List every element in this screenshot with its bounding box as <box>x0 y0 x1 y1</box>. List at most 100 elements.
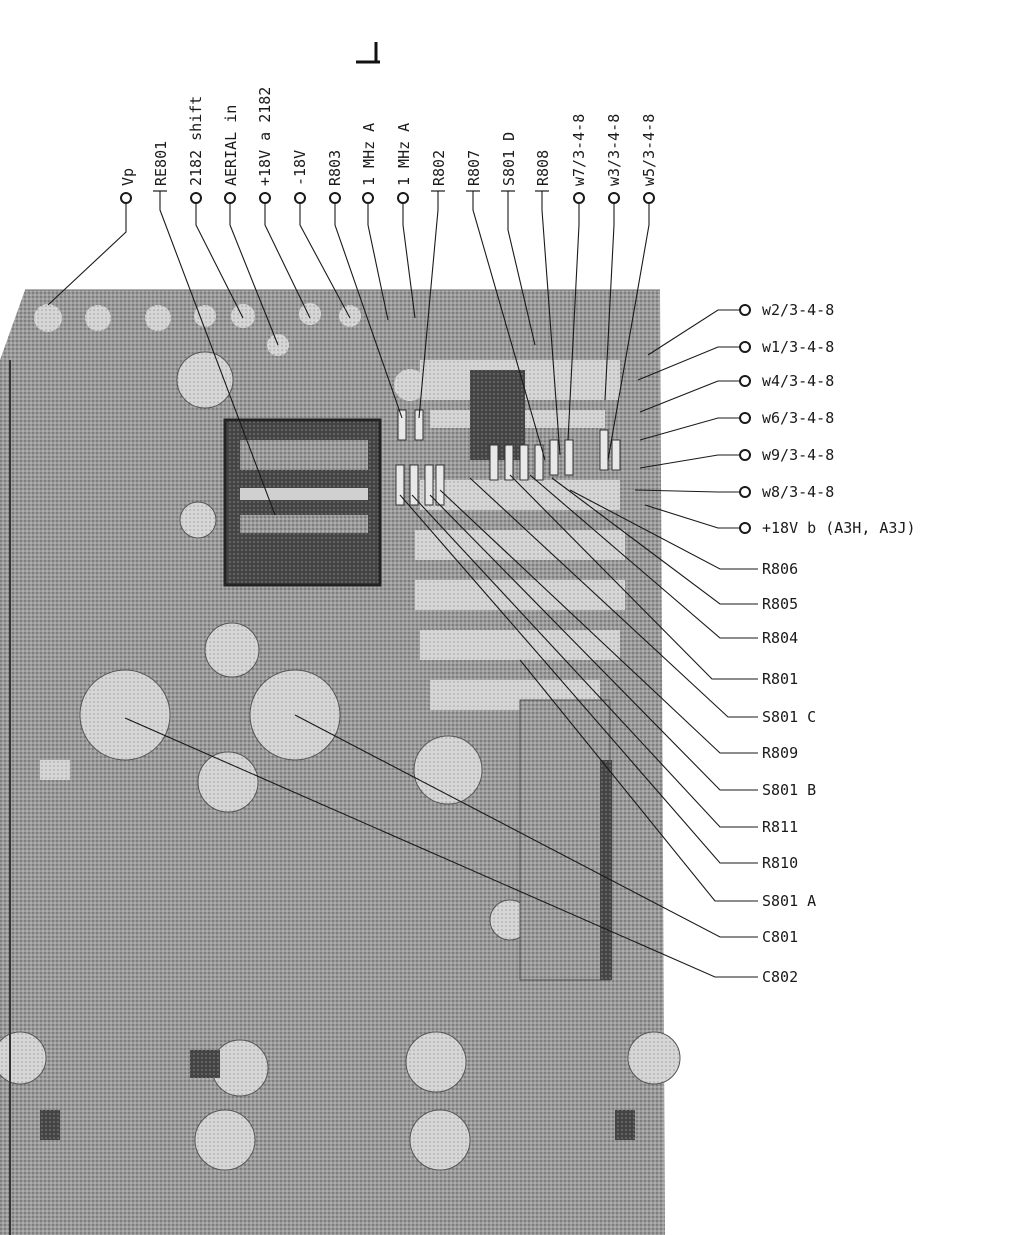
label-r804: R804 <box>762 629 798 647</box>
leader-c801 <box>294 714 758 938</box>
label-aerial-in: AERIAL in <box>222 105 240 186</box>
right-label-r810: R810 <box>399 494 798 872</box>
label-w5: w5/3-4-8 <box>640 114 658 186</box>
leader-s801b <box>429 494 758 791</box>
label-r803: R803 <box>326 150 344 186</box>
terminal-aerial-in <box>224 192 236 204</box>
terminal-w1 <box>739 341 751 353</box>
label-2182-shift: 2182 shift <box>187 96 205 186</box>
leader-2182-shift <box>195 203 244 319</box>
label-w4: w4/3-4-8 <box>762 372 834 390</box>
label-w2: w2/3-4-8 <box>762 301 834 319</box>
label-1mhz-a: 1 MHz A <box>395 123 413 186</box>
top-label-r802: R802 <box>418 150 448 419</box>
leader-c802 <box>124 717 758 978</box>
terminal-2182-shift <box>190 192 202 204</box>
leader-1mhz-a <box>402 203 416 319</box>
terminal-1mhz-a-ground <box>362 192 374 204</box>
terminal-w4 <box>739 375 751 387</box>
label-w9: w9/3-4-8 <box>762 446 834 464</box>
label-plus18v-b: +18V b (A3H, A3J) <box>762 519 916 537</box>
leader-r803 <box>334 203 403 419</box>
leader-plus18v-a-2182 <box>264 203 311 319</box>
right-label-r801: R801 <box>509 474 798 688</box>
right-label-c802: C802 <box>124 717 798 986</box>
terminal-w2 <box>739 304 751 316</box>
label-w8: w8/3-4-8 <box>762 483 834 501</box>
leader-r810 <box>399 494 758 864</box>
leader-r801 <box>509 474 758 680</box>
label-c802: C802 <box>762 968 798 986</box>
label-r802: R802 <box>430 150 448 186</box>
leader-w7 <box>567 203 580 441</box>
leader-s801a <box>519 659 758 902</box>
label-s801a: S801 A <box>762 892 816 910</box>
leader-aerial-in <box>229 203 279 346</box>
label-vp: Vp <box>119 168 137 186</box>
leader-r808 <box>541 191 561 456</box>
right-label-s801a: S801 A <box>519 659 816 910</box>
top-label-1mhz-a: 1 MHz A <box>395 123 416 319</box>
right-label-s801c: S801 C <box>469 477 816 726</box>
label-s801d: S801 D <box>500 132 518 186</box>
leader-s801d <box>507 191 536 346</box>
right-label-w4: w4/3-4-8 <box>639 372 834 413</box>
leader-r807 <box>472 191 546 461</box>
right-label-w6: w6/3-4-8 <box>639 409 834 441</box>
terminal-plus18v-b <box>739 522 751 534</box>
leader-vp <box>47 203 127 306</box>
top-label-aerial-in: AERIAL in <box>222 105 279 346</box>
right-callout-labels: w2/3-4-8 w1/3-4-8 w4/3-4-8 w6/3-4-8 w9/3… <box>124 301 916 986</box>
top-label-w5: w5/3-4-8 <box>607 114 658 461</box>
pcb-photo <box>0 289 681 1235</box>
terminal-r803 <box>329 192 341 204</box>
top-label-r807: R807 <box>465 150 546 461</box>
terminal-minus18v <box>294 192 306 204</box>
terminal-1mhz-a <box>397 192 409 204</box>
top-label-re801: RE801 <box>152 141 276 516</box>
top-label-2182-shift: 2182 shift <box>187 96 244 319</box>
terminal-w7 <box>573 192 585 204</box>
label-w3: w3/3-4-8 <box>605 114 623 186</box>
terminal-w3 <box>608 192 620 204</box>
right-label-w1: w1/3-4-8 <box>637 338 834 381</box>
right-label-r805: R805 <box>551 477 798 613</box>
leader-r806 <box>569 489 758 570</box>
leader-r802 <box>418 191 439 419</box>
top-label-w3: w3/3-4-8 <box>604 114 623 401</box>
label-w7: w7/3-4-8 <box>570 114 588 186</box>
terminal-w9 <box>739 449 751 461</box>
leader-r809 <box>439 489 758 754</box>
label-s801b: S801 B <box>762 781 816 799</box>
terminal-w5 <box>643 192 655 204</box>
leader-w2 <box>647 309 740 356</box>
top-label-w7: w7/3-4-8 <box>567 114 588 441</box>
label-s801c: S801 C <box>762 708 816 726</box>
leader-r805 <box>551 477 758 605</box>
right-label-r806: R806 <box>569 489 798 578</box>
leader-plus18v-b <box>644 504 740 529</box>
right-label-r811: R811 <box>411 494 798 836</box>
terminal-plus18v-a-2182 <box>259 192 271 204</box>
leader-w3 <box>604 203 615 401</box>
leader-r804 <box>529 474 758 639</box>
leader-w1 <box>637 346 740 381</box>
label-1mhz-a-ground: 1 MHz A <box>360 123 378 186</box>
right-label-plus18v-b: +18V b (A3H, A3J) <box>644 504 916 537</box>
label-re801: RE801 <box>152 141 170 186</box>
right-label-c801: C801 <box>294 714 798 946</box>
label-w1: w1/3-4-8 <box>762 338 834 356</box>
label-r806: R806 <box>762 560 798 578</box>
terminal-vp <box>120 192 132 204</box>
leader-minus18v <box>299 203 351 319</box>
label-plus18v-a-2182: +18V a 2182 <box>256 87 274 186</box>
leader-w6 <box>639 417 740 441</box>
leader-1mhz-a-ground <box>367 203 389 321</box>
top-label-1mhz-a-ground: 1 MHz A <box>360 123 389 321</box>
right-label-w2: w2/3-4-8 <box>647 301 834 356</box>
leader-w4 <box>639 380 740 413</box>
top-label-minus18v: -18V <box>291 150 351 319</box>
leader-s801c <box>469 477 758 718</box>
top-label-s801d: S801 D <box>500 132 536 346</box>
